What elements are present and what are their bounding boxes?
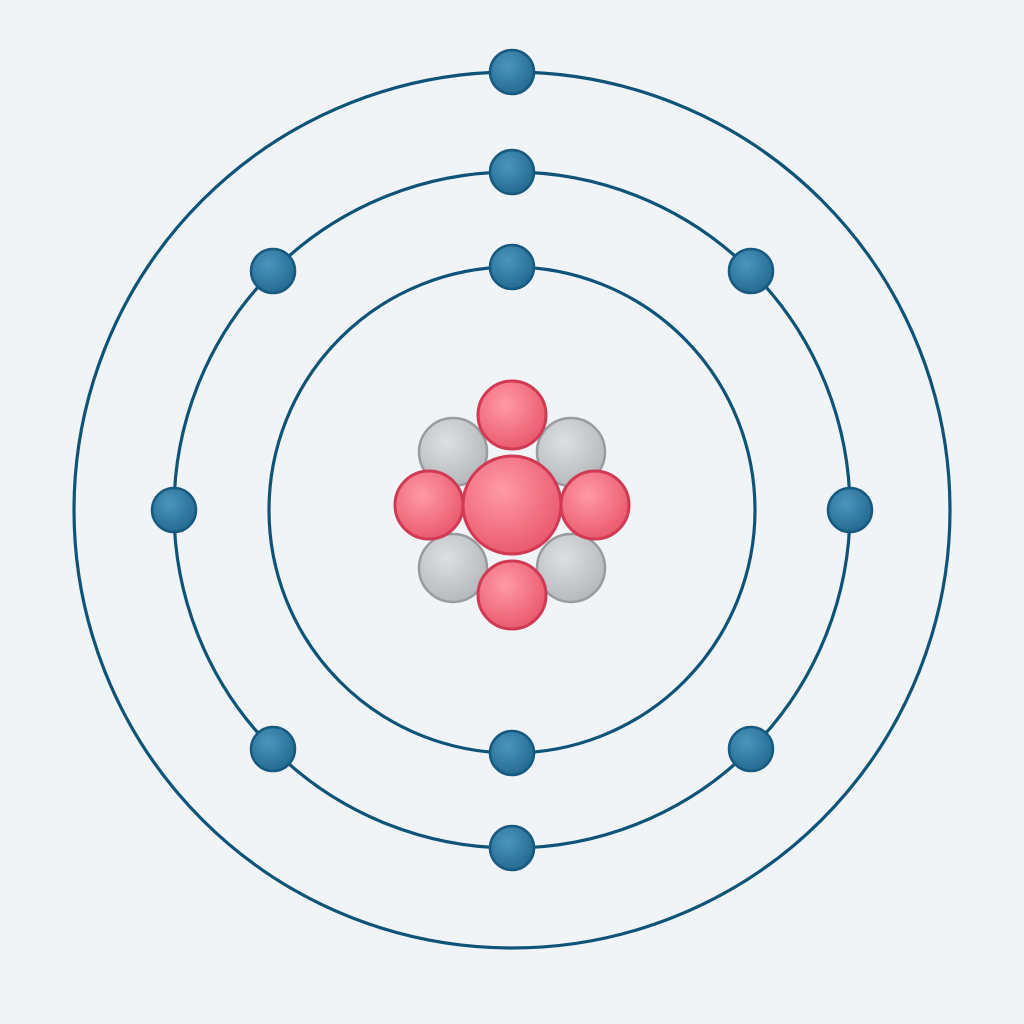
electron-shell-2-8 — [249, 247, 297, 295]
proton-5 — [461, 454, 563, 556]
electron-shell-2-4 — [727, 725, 775, 773]
proton-4 — [476, 559, 548, 631]
electrons — [150, 48, 874, 872]
electron-shell-2-3 — [826, 486, 874, 534]
electron-shell-2-6 — [249, 725, 297, 773]
electron-shell-2-7 — [150, 486, 198, 534]
electron-shell-1-2 — [488, 729, 536, 777]
electron-shell-2-5 — [488, 824, 536, 872]
electron-shell-3-1 — [488, 48, 536, 96]
neutron-4 — [535, 532, 607, 604]
electron-shell-2-1 — [488, 148, 536, 196]
proton-1 — [476, 379, 548, 451]
nucleus — [393, 379, 631, 631]
electron-shell-2-2 — [727, 247, 775, 295]
proton-3 — [559, 469, 631, 541]
electron-shell-1-1 — [488, 243, 536, 291]
proton-2 — [393, 469, 465, 541]
neutron-3 — [417, 532, 489, 604]
